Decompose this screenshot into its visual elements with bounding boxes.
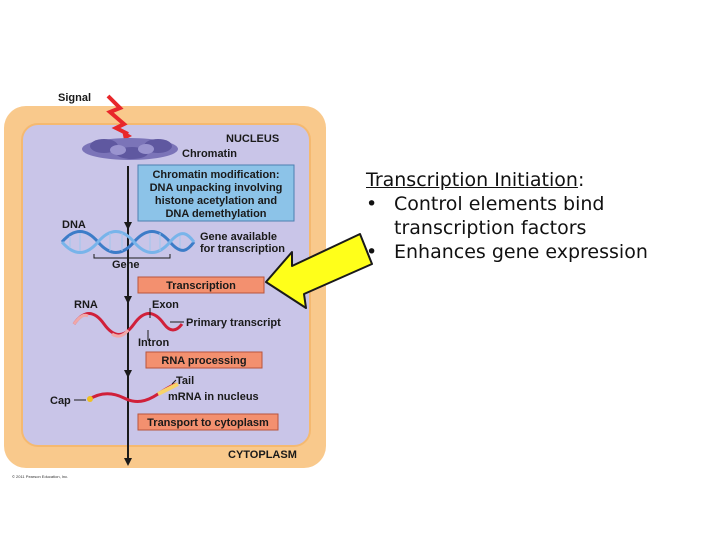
primary-transcript-label: Primary transcript	[186, 317, 281, 329]
rna-label: RNA	[74, 299, 98, 311]
bullet-item: • Enhances gene expression	[366, 240, 716, 264]
cap-icon	[87, 396, 93, 402]
transport-label: Transport to cytoplasm	[147, 417, 269, 429]
slide-heading: Transcription Initiation:	[366, 168, 716, 192]
poly-a-tail-icon	[157, 382, 179, 396]
chromatin-icon	[82, 138, 178, 160]
arrowhead-icon	[124, 458, 132, 466]
chromatin-mod-line1: Chromatin modification:	[152, 169, 279, 181]
bullet-text: Enhances gene expression	[394, 241, 648, 263]
signal-arrowhead-icon	[122, 130, 132, 140]
rna-processing-box	[145, 351, 263, 369]
dna-label: DNA	[62, 219, 86, 231]
arrowhead-icon	[124, 222, 132, 230]
chromatin-modification-box	[137, 164, 295, 222]
tail-label: Tail	[176, 375, 194, 387]
chromatin-mod-line2: DNA unpacking involving	[150, 182, 283, 194]
rna-processing-label: RNA processing	[161, 355, 246, 367]
gene-label: Gene	[112, 259, 140, 271]
signal-label: Signal	[58, 92, 91, 104]
chromatin-label: Chromatin	[182, 148, 237, 160]
transcription-box	[137, 276, 265, 294]
gene-available-line1: Gene available	[200, 231, 277, 243]
copyright-notice: © 2011 Pearson Education, Inc.	[12, 474, 68, 479]
bullet-dot: •	[366, 193, 378, 215]
transport-box	[137, 413, 279, 431]
gene-available-line2: for transcription	[200, 243, 285, 255]
slide-text: Transcription Initiation: • Control elem…	[366, 168, 716, 264]
bullet-text: Control elements bind transcription fact…	[394, 193, 605, 239]
arrowhead-icon	[124, 296, 132, 304]
nucleus-label: NUCLEUS	[226, 133, 279, 145]
intron-label: Intron	[138, 337, 169, 349]
bullet-item: • Control elements bind transcription fa…	[366, 192, 716, 240]
heading-colon: :	[577, 169, 585, 191]
mrna-label: mRNA in nucleus	[168, 391, 259, 403]
arrowhead-icon	[124, 370, 132, 378]
transcription-label: Transcription	[166, 280, 236, 292]
chromatin-mod-line3: histone acetylation and	[155, 195, 277, 207]
heading-text: Transcription Initiation	[366, 169, 578, 191]
callout-arrow-icon	[265, 233, 373, 309]
exon-label: Exon	[152, 299, 179, 311]
primary-transcript-rna	[72, 312, 184, 336]
dna-helix-icon	[60, 230, 196, 254]
cap-label: Cap	[50, 395, 71, 407]
gene-bracket	[93, 254, 171, 259]
signal-bolt-icon	[106, 94, 129, 136]
cytoplasm-label: CYTOPLASM	[228, 449, 297, 461]
bullet-dot: •	[366, 241, 378, 263]
chromatin-mod-line4: DNA demethylation	[165, 208, 266, 220]
